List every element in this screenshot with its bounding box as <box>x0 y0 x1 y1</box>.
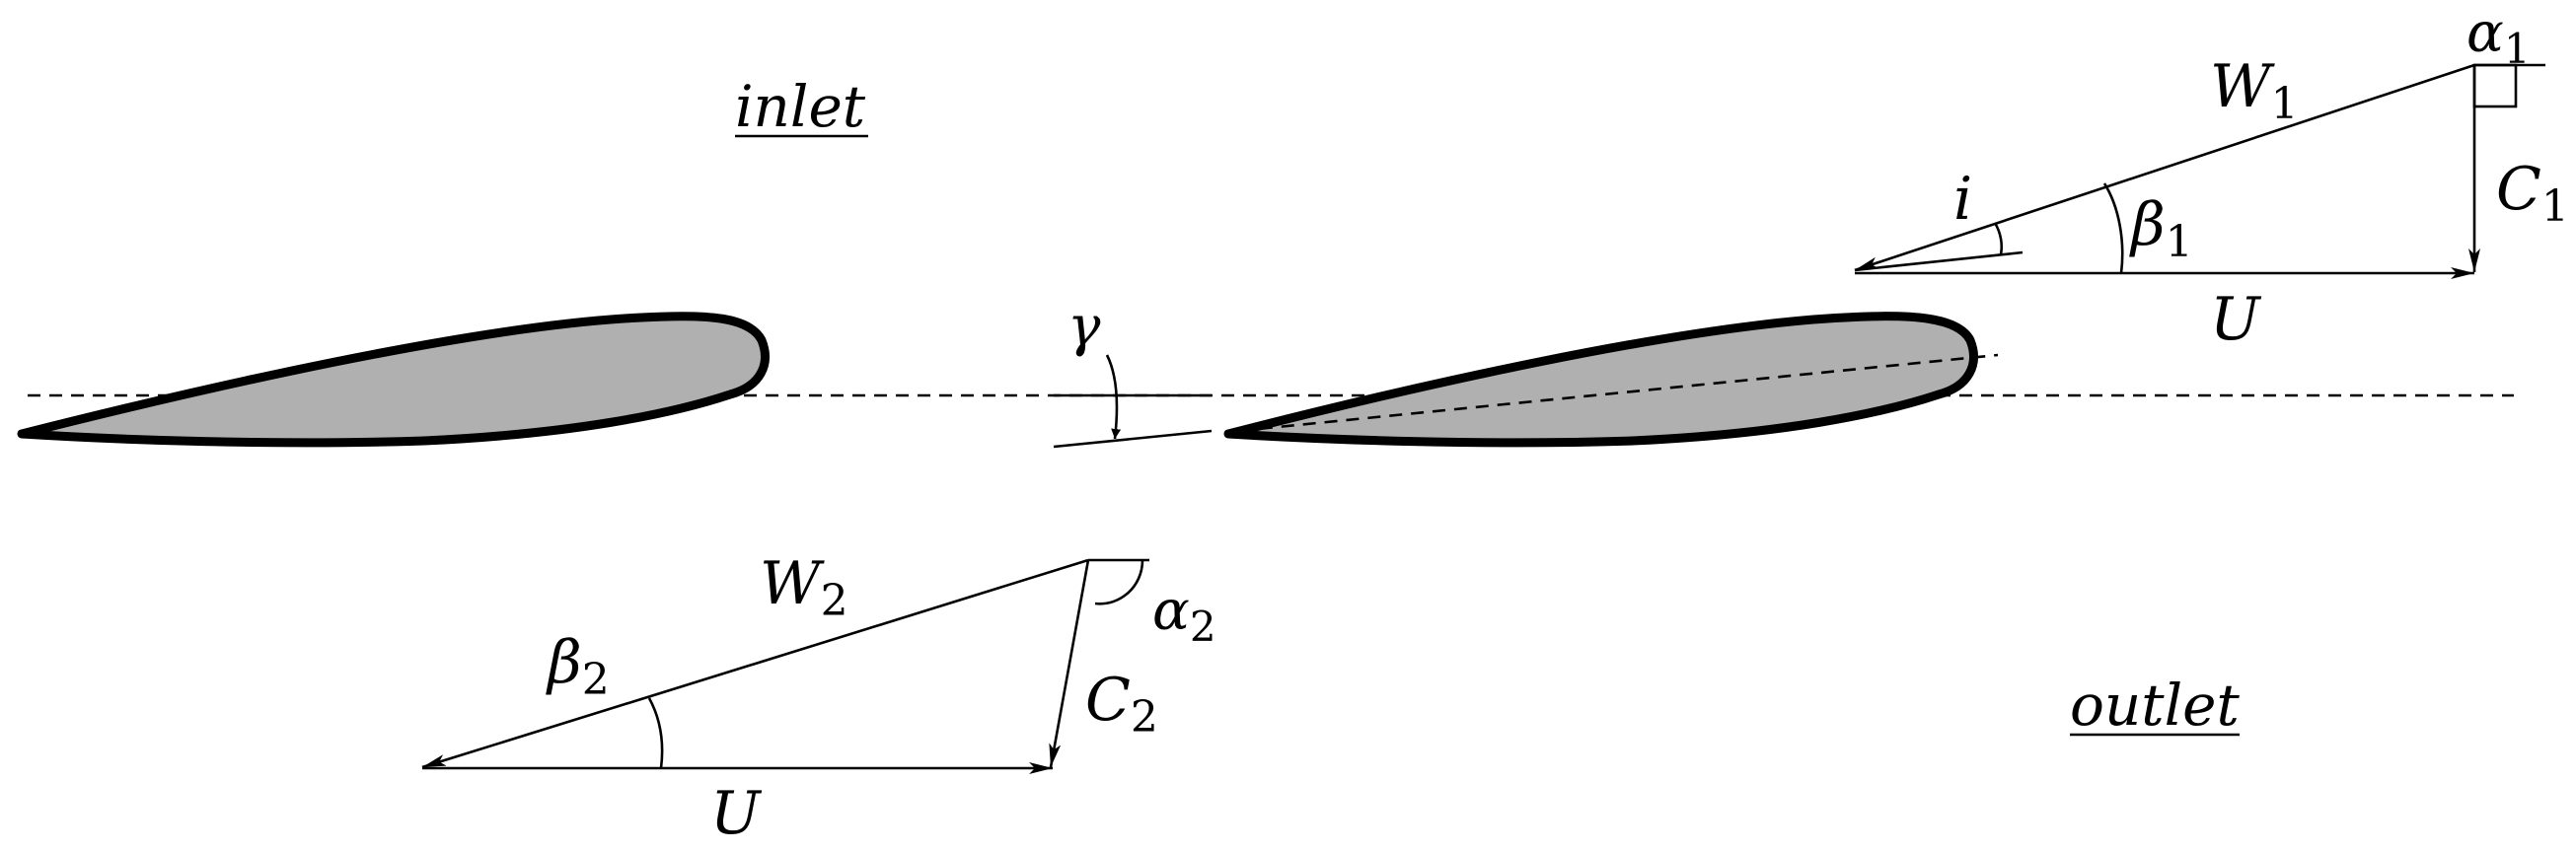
beta1-angle-arc <box>2102 182 2124 274</box>
alpha1-label: α1 <box>2466 1 2531 73</box>
left-blade-airfoil <box>17 312 770 448</box>
W2-vector <box>421 558 1089 769</box>
beta1-label: β1 <box>2129 190 2193 267</box>
right-blade-airfoil <box>1223 312 1978 448</box>
U-label-inlet: U <box>2210 285 2262 354</box>
U-label-outlet: U <box>710 779 763 848</box>
inlet-velocity-triangle: W1 i β1 C1 U α1 <box>1854 1 2569 354</box>
inlet-label: inlet <box>735 73 866 140</box>
chord-line <box>1237 353 1999 433</box>
beta2-angle-arc <box>647 697 664 769</box>
gamma-angle-arc <box>1105 354 1122 440</box>
gamma-label: γ <box>1067 295 1101 359</box>
W2-label: W2 <box>760 549 848 626</box>
W1-label: W1 <box>2210 52 2299 129</box>
outlet-label: outlet <box>2070 672 2240 739</box>
C2-vector <box>1049 559 1090 768</box>
i-label: i <box>1953 165 1972 234</box>
incidence-angle-arc <box>1993 222 2004 255</box>
beta2-label: β2 <box>546 628 610 705</box>
C1-label: C1 <box>2496 155 2569 232</box>
C2-label: C2 <box>1085 666 1158 743</box>
blade-inlet-direction <box>1854 250 2024 272</box>
gamma-inclined-ref <box>1053 429 1213 449</box>
W1-vector <box>1854 63 2475 272</box>
alpha2-label: α2 <box>1152 579 1216 651</box>
outlet-velocity-triangle: W2 β2 C2 U α2 <box>421 549 1216 848</box>
alpha2-angle-arc <box>1094 559 1144 605</box>
